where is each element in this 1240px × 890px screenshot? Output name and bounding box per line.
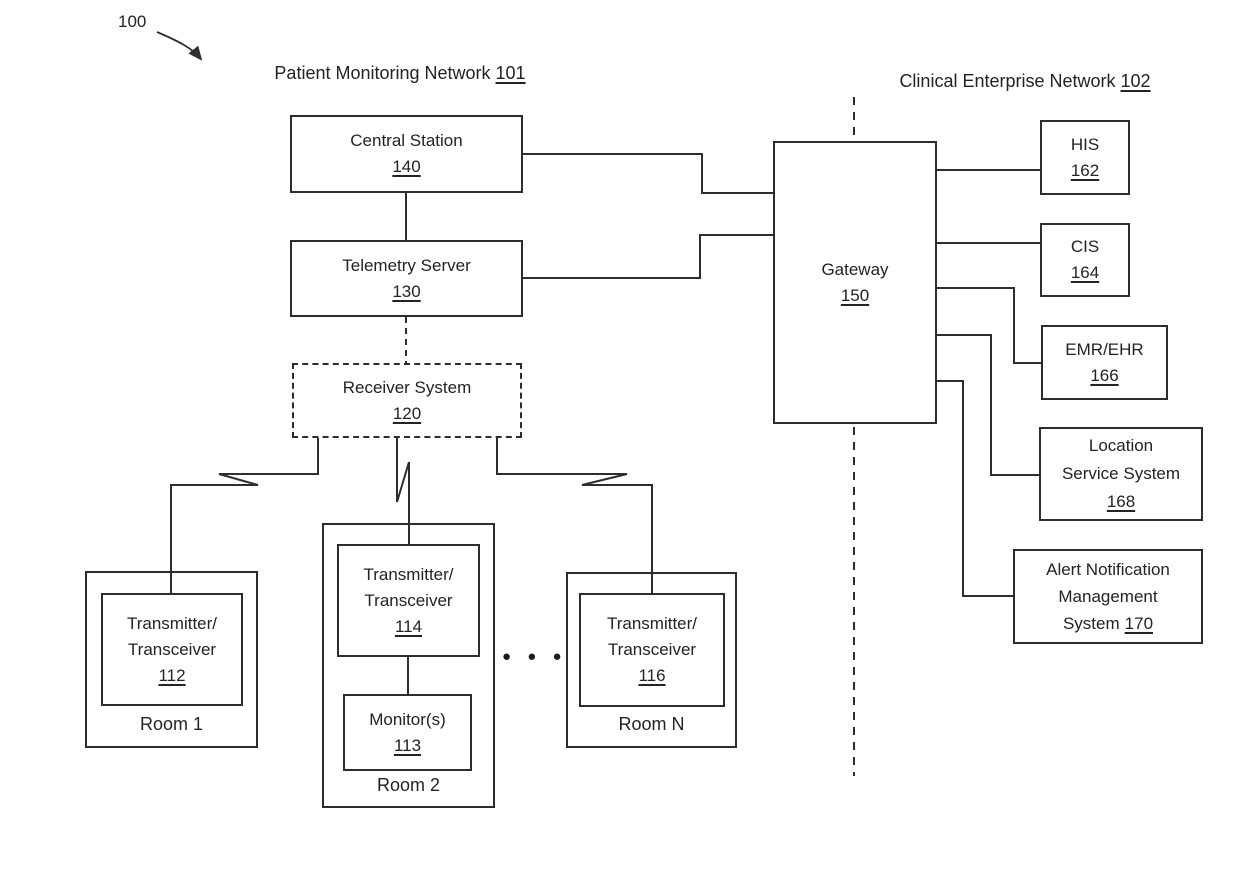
figure-ref-arrow-icon <box>156 31 203 61</box>
figure-ref-label: 100 <box>118 12 147 31</box>
location-service-line1: Location <box>1088 436 1154 455</box>
connector-gateway-location <box>937 334 1039 476</box>
transmitter-116-ref: 116 <box>638 666 666 685</box>
patient-network-title-text: Patient Monitoring Network <box>274 63 491 83</box>
his-label: HIS <box>1070 134 1100 154</box>
alert-notification-line2: Management <box>1058 587 1158 606</box>
ellipsis-dots: ● ● ● <box>502 648 568 665</box>
monitors-label: Monitor(s) <box>369 709 446 729</box>
telemetry-server-label: Telemetry Server <box>342 255 471 275</box>
location-service-line2: Service System <box>1061 464 1181 483</box>
alert-notification-ref: 170 <box>1124 614 1154 633</box>
roomN-label: Room N <box>618 714 685 734</box>
room2-label: Room 2 <box>376 775 441 795</box>
cis-label: CIS <box>1070 237 1100 256</box>
node-transmitter-112: Transmitter/ Transceiver 112 <box>101 593 243 706</box>
transmitter-114-line1: Transmitter/ <box>363 564 454 584</box>
room1-box <box>85 571 258 748</box>
transmitter-114-ref: 114 <box>394 616 423 636</box>
clinical-network-title-text: Clinical Enterprise Network <box>899 71 1116 91</box>
receiver-system-ref: 120 <box>392 403 422 423</box>
clinical-network-ref: 102 <box>1120 71 1151 91</box>
transmitter-114-line2: Transceiver <box>364 590 453 610</box>
transmitter-116-line1: Transmitter/ <box>606 614 698 633</box>
node-monitors: Monitor(s) 113 <box>343 694 472 771</box>
roomN-box <box>566 572 737 748</box>
emr-ref: 166 <box>1090 365 1119 385</box>
room2-box <box>322 523 495 808</box>
transmitter-112-line2: Transceiver <box>127 639 217 659</box>
node-transmitter-116: Transmitter/ Transceiver 116 <box>579 593 725 707</box>
gateway-label: Gateway <box>821 259 889 279</box>
node-his: HIS 162 <box>1040 120 1130 195</box>
node-transmitter-114: Transmitter/ Transceiver 114 <box>337 544 480 657</box>
alert-notification-line1: Alert Notification <box>1046 560 1170 579</box>
wireless-link-receiver-roomN <box>496 438 653 593</box>
node-emr: EMR/EHR 166 <box>1041 325 1168 400</box>
transmitter-112-ref: 112 <box>158 665 186 685</box>
transmitter-112-line1: Transmitter/ <box>126 613 218 633</box>
node-location-service: Location Service System 168 <box>1039 427 1203 521</box>
room1-label: Room 1 <box>139 714 204 734</box>
node-gateway: Gateway 150 <box>773 141 937 424</box>
node-telemetry-server: Telemetry Server 130 <box>290 240 523 317</box>
receiver-system-label: Receiver System <box>342 377 472 397</box>
node-receiver-system: Receiver System 120 <box>292 363 522 438</box>
connector-telemetry-gateway <box>523 234 773 279</box>
patient-network-ref: 101 <box>495 63 526 83</box>
cis-ref: 164 <box>1070 263 1100 282</box>
wireless-link-receiver-room2 <box>396 438 410 544</box>
monitors-ref: 113 <box>393 735 422 755</box>
central-station-label: Central Station <box>350 131 463 150</box>
connector-central-gateway <box>523 153 773 194</box>
alert-notification-line3: System <box>1062 614 1120 633</box>
transmitter-116-line2: Transceiver <box>607 640 697 659</box>
wireless-link-receiver-room1 <box>170 438 319 593</box>
connector-gateway-emr <box>937 287 1041 364</box>
gateway-ref: 150 <box>840 285 870 305</box>
emr-label: EMR/EHR <box>1065 339 1144 359</box>
his-ref: 162 <box>1070 160 1100 180</box>
central-station-ref: 140 <box>392 157 421 176</box>
node-cis: CIS 164 <box>1040 223 1130 297</box>
location-service-ref: 168 <box>1106 492 1136 511</box>
node-central-station: Central Station 140 <box>290 115 523 193</box>
connector-gateway-alert <box>937 380 1013 597</box>
telemetry-server-ref: 130 <box>392 281 421 301</box>
